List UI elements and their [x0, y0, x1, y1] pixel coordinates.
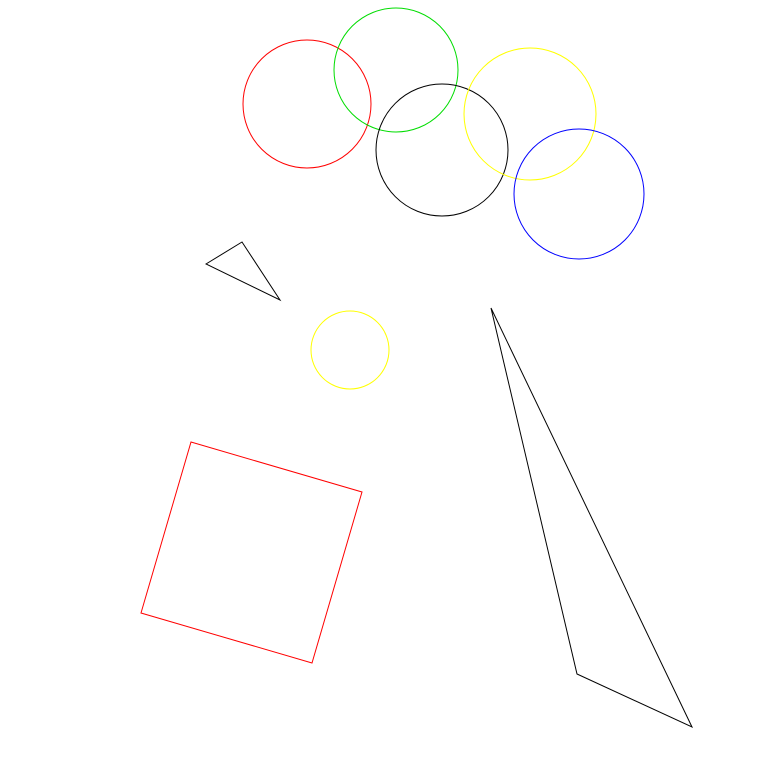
black-circle: [375, 83, 509, 217]
yellow-circle-small: [310, 310, 390, 390]
large-black-triangle: [490, 307, 694, 729]
blue-circle: [513, 128, 645, 260]
red-circle: [242, 39, 372, 169]
green-circle: [333, 7, 459, 133]
red-square: [140, 441, 363, 664]
yellow-circle-large: [463, 47, 597, 181]
small-black-triangle: [204, 241, 282, 302]
